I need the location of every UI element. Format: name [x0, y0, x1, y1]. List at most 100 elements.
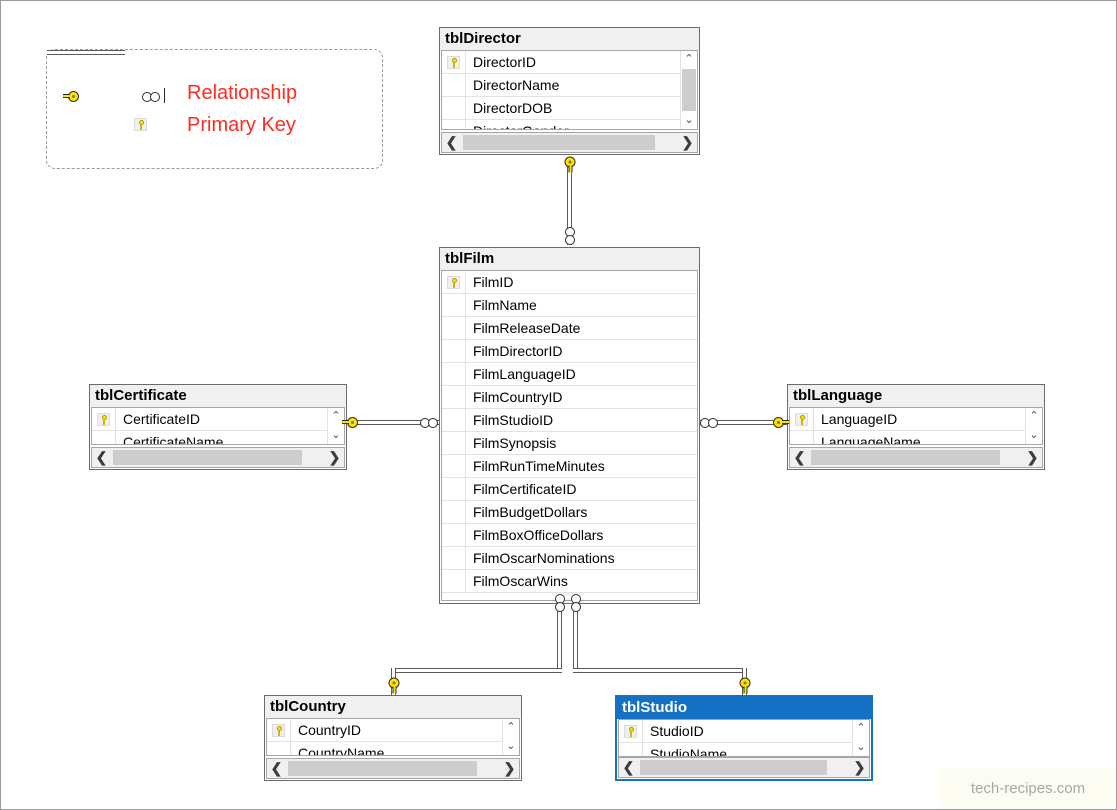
- table-title-film[interactable]: tblFilm: [440, 248, 699, 270]
- primary-key-icon: [272, 724, 285, 737]
- horizontal-scrollbar-studio[interactable]: ❮ ❯: [618, 757, 870, 778]
- legend-key-endpoint-icon: [63, 91, 79, 102]
- table-row[interactable]: DirectorGender: [442, 120, 697, 129]
- scroll-down-icon[interactable]: ⌄: [1029, 429, 1039, 441]
- horizontal-scrollbar-country[interactable]: ❮ ❯: [266, 758, 520, 779]
- table-window-certificate[interactable]: tblCertificate CertificateID Certificate…: [89, 384, 347, 470]
- scroll-up-icon[interactable]: ⌃: [506, 721, 516, 733]
- horizontal-scrollbar-language[interactable]: ❮ ❯: [789, 447, 1043, 468]
- scroll-left-icon[interactable]: ❮: [270, 760, 283, 776]
- scrollbar-thumb[interactable]: [640, 760, 827, 775]
- horizontal-scrollbar-certificate[interactable]: ❮ ❯: [91, 447, 345, 468]
- scroll-left-icon[interactable]: ❮: [95, 449, 108, 465]
- legend-line-cap: [164, 88, 165, 103]
- table-title-director[interactable]: tblDirector: [440, 28, 699, 50]
- table-row[interactable]: FilmBoxOfficeDollars: [442, 524, 697, 547]
- table-row[interactable]: FilmDirectorID: [442, 340, 697, 363]
- table-body-language: LanguageID LanguageName ⌃ ⌄: [789, 407, 1043, 445]
- scroll-up-icon[interactable]: ⌃: [684, 53, 694, 65]
- table-row[interactable]: StudioName: [619, 743, 869, 756]
- field-gutter: [267, 742, 291, 755]
- table-row[interactable]: FilmName: [442, 294, 697, 317]
- table-row[interactable]: DirectorID: [442, 51, 697, 74]
- vertical-scrollbar-director[interactable]: ⌃ ⌄: [680, 51, 697, 129]
- table-row[interactable]: FilmCertificateID: [442, 478, 697, 501]
- scroll-left-icon[interactable]: ❮: [793, 449, 806, 465]
- table-row[interactable]: FilmID: [442, 271, 697, 294]
- table-row[interactable]: CertificateID: [92, 408, 344, 431]
- table-row[interactable]: LanguageID: [790, 408, 1042, 431]
- table-row[interactable]: DirectorDOB: [442, 97, 697, 120]
- connector-film-country-vertical[interactable]: [557, 611, 562, 673]
- vertical-scrollbar-language[interactable]: ⌃ ⌄: [1025, 408, 1042, 444]
- scrollbar-thumb[interactable]: [463, 135, 655, 150]
- table-row[interactable]: CountryID: [267, 719, 519, 742]
- primary-key-icon: [447, 56, 460, 69]
- scrollbar-thumb[interactable]: [811, 450, 1000, 465]
- connector-language-film[interactable]: [698, 420, 790, 425]
- table-row[interactable]: StudioID: [619, 720, 869, 743]
- scrollbar-thumb[interactable]: [288, 761, 477, 776]
- scroll-right-icon[interactable]: ❯: [1026, 449, 1039, 465]
- table-window-country[interactable]: tblCountry CountryID CountryName ⌃ ⌄ ❮ ❯: [264, 695, 522, 781]
- scroll-right-icon[interactable]: ❯: [328, 449, 341, 465]
- field-gutter: [442, 271, 466, 293]
- scroll-left-icon[interactable]: ❮: [445, 134, 458, 150]
- connector-certificate-film[interactable]: [349, 420, 441, 425]
- table-row[interactable]: FilmSynopsis: [442, 432, 697, 455]
- table-row[interactable]: FilmCountryID: [442, 386, 697, 409]
- table-window-language[interactable]: tblLanguage LanguageID LanguageName ⌃ ⌄ …: [787, 384, 1045, 470]
- field-list-language: LanguageID LanguageName: [790, 408, 1042, 444]
- table-title-language[interactable]: tblLanguage: [788, 385, 1044, 407]
- table-row[interactable]: FilmRunTimeMinutes: [442, 455, 697, 478]
- field-label: FilmStudioID: [473, 412, 554, 428]
- scroll-left-icon[interactable]: ❮: [622, 759, 635, 775]
- scroll-right-icon[interactable]: ❯: [503, 760, 516, 776]
- table-window-director[interactable]: tblDirector DirectorID DirectorName Dire…: [439, 27, 700, 155]
- scroll-right-icon[interactable]: ❯: [853, 759, 866, 775]
- field-label: CertificateID: [123, 411, 201, 427]
- table-title-certificate[interactable]: tblCertificate: [90, 385, 346, 407]
- table-row[interactable]: FilmStudioID: [442, 409, 697, 432]
- connector-film-studio-vertical[interactable]: [573, 611, 578, 673]
- scrollbar-thumb[interactable]: [113, 450, 302, 465]
- vertical-scrollbar-certificate[interactable]: ⌃ ⌄: [327, 408, 344, 444]
- table-row[interactable]: FilmBudgetDollars: [442, 501, 697, 524]
- table-window-studio[interactable]: tblStudio StudioID StudioName ⌃ ⌄ ❮ ❯: [615, 695, 873, 781]
- field-label: CertificateName: [123, 434, 224, 444]
- horizontal-scrollbar-director[interactable]: ❮ ❯: [441, 132, 698, 153]
- connector-studio-key-endpoint-icon: [739, 677, 751, 694]
- table-row[interactable]: DirectorName: [442, 74, 697, 97]
- table-title-country[interactable]: tblCountry: [265, 696, 521, 718]
- scroll-down-icon[interactable]: ⌄: [506, 740, 516, 752]
- connector-film-country-horizontal[interactable]: [391, 668, 562, 673]
- scroll-right-icon[interactable]: ❯: [681, 134, 694, 150]
- table-row[interactable]: CountryName: [267, 742, 519, 755]
- table-row[interactable]: FilmReleaseDate: [442, 317, 697, 340]
- table-window-film[interactable]: tblFilm FilmID FilmName FilmReleaseDate …: [439, 247, 700, 604]
- scroll-up-icon[interactable]: ⌃: [331, 410, 341, 422]
- scroll-down-icon[interactable]: ⌄: [684, 114, 694, 126]
- vertical-scrollbar-studio[interactable]: ⌃ ⌄: [852, 720, 869, 756]
- table-row[interactable]: FilmOscarWins: [442, 570, 697, 593]
- scroll-down-icon[interactable]: ⌄: [331, 429, 341, 441]
- scrollbar-thumb[interactable]: [682, 69, 696, 111]
- table-row[interactable]: CertificateName: [92, 431, 344, 444]
- legend-box: Relationship Primary Key: [46, 49, 383, 169]
- legend-primary-key-icon: [134, 118, 149, 133]
- table-row[interactable]: FilmLanguageID: [442, 363, 697, 386]
- table-title-studio[interactable]: tblStudio: [617, 697, 871, 719]
- field-label: DirectorGender: [473, 120, 569, 129]
- field-gutter: [442, 570, 466, 592]
- table-row[interactable]: FilmOscarNominations: [442, 547, 697, 570]
- scroll-up-icon[interactable]: ⌃: [1029, 410, 1039, 422]
- vertical-scrollbar-country[interactable]: ⌃ ⌄: [502, 719, 519, 755]
- scroll-down-icon[interactable]: ⌄: [856, 741, 866, 753]
- field-label: FilmOscarNominations: [473, 550, 615, 566]
- table-row[interactable]: LanguageName: [790, 431, 1042, 444]
- legend-primary-key-label: Primary Key: [187, 114, 296, 136]
- scroll-up-icon[interactable]: ⌃: [856, 722, 866, 734]
- connector-director-film[interactable]: [567, 167, 572, 245]
- field-gutter: [442, 409, 466, 431]
- connector-film-studio-horizontal[interactable]: [573, 668, 747, 673]
